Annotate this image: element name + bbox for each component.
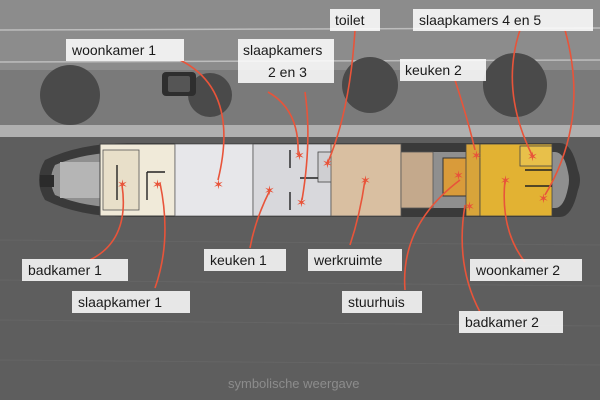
arrow-woonkamer-2: [503, 179, 526, 263]
marker-toilet: ✶: [322, 157, 333, 172]
marker-badkamer-1: ✶: [117, 178, 128, 193]
label-werkruimte: werkruimte: [313, 252, 383, 268]
room-slaapkamer-1-bath: [102, 149, 140, 211]
arrow-badkamer-2: [461, 204, 481, 313]
room-werkruimte-annex: [400, 151, 434, 209]
arrow-slaapkamers-4-5-a: [511, 29, 533, 156]
marker-slaapkamer-2: ✶: [294, 149, 305, 164]
arrow-keuken-1: [249, 189, 271, 249]
label-keuken-2: keuken 2: [405, 62, 462, 78]
arrow-toilet: [327, 29, 356, 163]
marker-badkamer-2: ✶: [464, 200, 475, 215]
label-badkamer-2: badkamer 2: [465, 314, 539, 330]
label-woonkamer-1: woonkamer 1: [71, 42, 156, 58]
marker-woonkamer-1: ✶: [213, 178, 224, 193]
arrows: [89, 29, 575, 313]
label-slaapkamer-1: slaapkamer 1: [78, 294, 162, 310]
label-slaapkamers-2-3-line1: slaapkamers: [243, 42, 322, 58]
caption: symbolische weergave: [228, 376, 360, 391]
marker-slaapkamer-1: ✶: [152, 178, 163, 193]
marker-slaapkamer-3: ✶: [296, 196, 307, 211]
bow-equipment: [60, 162, 100, 198]
trees: [40, 53, 547, 125]
marker-werkruimte: ✶: [360, 174, 371, 189]
label-slaapkamers-2-3-line2: 2 en 3: [268, 64, 307, 80]
marker-slaapkamer-4: ✶: [527, 150, 538, 165]
label-slaapkamers-4-5: slaapkamers 4 en 5: [419, 12, 541, 28]
label-toilet: toilet: [335, 12, 365, 28]
marker-keuken-1: ✶: [264, 184, 275, 199]
marker-stuurhuis: ✶: [453, 169, 464, 184]
arrow-stuurhuis: [403, 179, 461, 291]
arrow-werkruimte: [349, 179, 366, 246]
arrow-badkamer-1: [89, 184, 125, 261]
arrow-slaapkamers-2-3-b: [301, 91, 309, 201]
arrow-slaapkamers-2-3-a: [267, 91, 299, 156]
marker-woonkamer-2: ✶: [500, 174, 511, 189]
label-keuken-1: keuken 1: [210, 252, 267, 268]
markers: ✶ ✶ ✶ ✶ ✶ ✶ ✶ ✶ ✶ ✶ ✶ ✶ ✶ ✶: [117, 149, 549, 215]
marker-keuken-2: ✶: [471, 149, 482, 164]
label-woonkamer-2: woonkamer 2: [475, 262, 560, 278]
arrow-keuken-2: [454, 79, 476, 151]
quay-edge: [0, 125, 600, 137]
interior-walls: [116, 150, 552, 210]
arrow-slaapkamers-4-5-b: [544, 29, 575, 196]
bow-winch: [40, 175, 54, 187]
label-stuurhuis: stuurhuis: [348, 294, 405, 310]
marker-slaapkamer-5: ✶: [538, 192, 549, 207]
arrow-slaapkamer-1: [154, 182, 166, 289]
room-keuken-2-block: [519, 145, 553, 167]
label-badkamer-1: badkamer 1: [28, 262, 102, 278]
label-backgrounds: [22, 9, 593, 333]
arrow-woonkamer-1: [179, 59, 225, 181]
car-icon: [162, 72, 196, 96]
